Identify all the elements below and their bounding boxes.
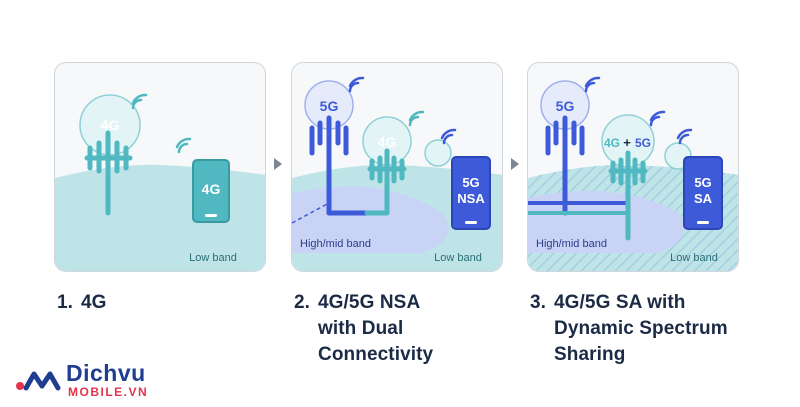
brand-mark-icon	[16, 371, 61, 391]
caption-number: 2.	[294, 292, 311, 313]
panel-4g-illustration: 4G 4G Low band	[55, 93, 265, 271]
tower-5g-icon	[309, 115, 370, 216]
panel-nsa-illustration: 5G 4G 5G NSA High/mid band Low band	[292, 76, 502, 271]
combo-4g-label: 4G	[604, 136, 620, 150]
phone-home-bar	[465, 221, 477, 224]
tower-4g-icon	[84, 130, 133, 216]
phone-label-line1: 5G	[462, 175, 479, 190]
brand-subname: MOBILE.VN	[68, 385, 149, 399]
tower-5g-icon	[545, 115, 585, 216]
step-arrow-icon	[274, 158, 282, 170]
phone-icon	[192, 159, 230, 223]
panel-sa-illustration: 5G 4G + 5G 5G SA High/mid band Low band	[528, 76, 738, 271]
caption-text: 4G	[81, 292, 107, 313]
band-label: Low band	[189, 252, 237, 264]
signal-icon	[676, 128, 693, 145]
signal-icon	[440, 128, 457, 145]
brand-name: Dichvu	[66, 360, 146, 386]
panel-4g: 4G 4G Low band	[54, 62, 266, 272]
brand-logo: Dichvu MOBILE.VN	[14, 360, 214, 400]
signal-icon	[131, 93, 148, 110]
caption-number: 1.	[57, 292, 74, 313]
signal-icon	[175, 137, 192, 154]
tower-5g-label: 5G	[556, 98, 575, 114]
phone-icon	[451, 156, 491, 230]
signal-icon	[584, 76, 601, 93]
phone-label: 4G	[202, 181, 221, 197]
signal-icon	[348, 76, 365, 93]
phone-home-bar	[205, 214, 217, 217]
high-mid-band-label: High/mid band	[536, 238, 607, 250]
combo-5g-label: 5G	[635, 136, 651, 150]
phone-halo	[424, 139, 452, 167]
panel-sa: 5G 4G + 5G 5G SA High/mid band Low band	[527, 62, 739, 272]
tower-4g-icon	[364, 148, 407, 216]
high-mid-band-label: High/mid band	[300, 238, 371, 250]
phone-label-line1: 5G	[694, 175, 711, 190]
phone-label-line2: SA	[694, 191, 713, 206]
tower-5g-label: 5G	[320, 98, 339, 114]
link-line	[292, 202, 330, 224]
combo-plus-label: +	[623, 135, 631, 150]
band-label: Low band	[670, 252, 718, 264]
phone-icon	[683, 156, 723, 230]
caption-text: 4G/5G NSA with Dual Connectivity	[318, 292, 434, 365]
tower-dss-icon	[608, 150, 648, 241]
phone-label-line2: NSA	[457, 191, 485, 206]
band-label: Low band	[434, 252, 482, 264]
tower-4g-label: 4G	[378, 134, 397, 150]
signal-icon	[408, 110, 425, 127]
tower-label: 4G	[101, 117, 120, 133]
signal-icon	[649, 110, 666, 127]
step-arrow-icon	[511, 158, 519, 170]
panel-nsa: 5G 4G 5G NSA High/mid band Low band	[291, 62, 503, 272]
phone-home-bar	[697, 221, 709, 224]
caption-text: 4G/5G SA with Dynamic Spectrum Sharing	[554, 292, 728, 365]
caption-number: 3.	[530, 292, 547, 313]
